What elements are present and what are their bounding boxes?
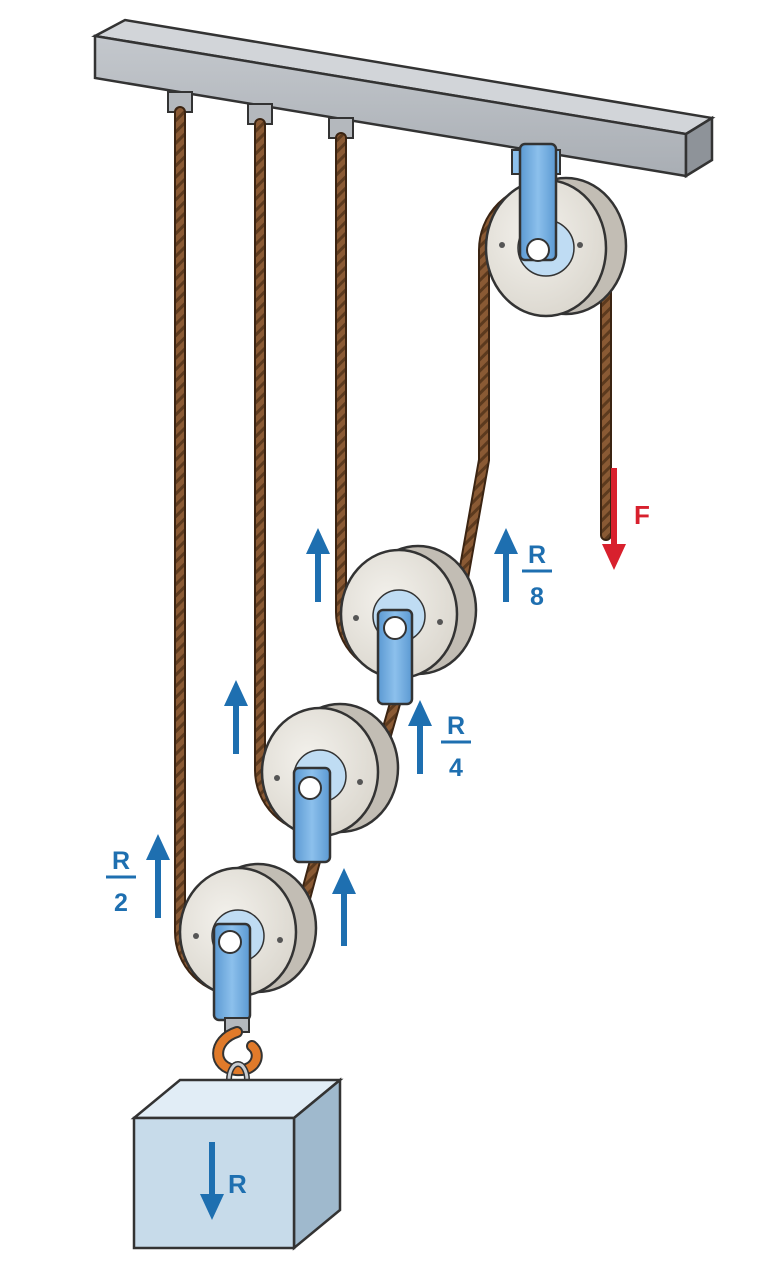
load-block: [130, 1077, 344, 1251]
tension-arrow-middle-left: [224, 680, 248, 754]
fraction-r2: R 2: [106, 847, 136, 917]
fraction-r2-denominator: 2: [114, 889, 128, 917]
fixed-pulley: [484, 142, 628, 318]
tension-arrow-r4: [408, 700, 432, 774]
movable-pulley-2: [260, 702, 400, 864]
fraction-r8: R 8: [522, 541, 552, 611]
load-label: R: [228, 1169, 247, 1199]
tension-arrow-top-left: [306, 528, 330, 602]
effort-arrow: [602, 468, 626, 570]
movable-pulley-3: [339, 544, 478, 706]
tension-arrow-r2: [146, 834, 170, 918]
labels: F R R 2 R 4 R 8: [106, 500, 650, 1199]
fraction-r2-numerator: R: [112, 847, 130, 875]
tension-arrow-r8: [494, 528, 518, 602]
load-arrow: [200, 1142, 224, 1220]
fraction-r4-numerator: R: [447, 712, 465, 740]
tension-arrow-bottom-right: [332, 868, 356, 946]
fraction-r8-denominator: 8: [530, 583, 544, 611]
fraction-r4-denominator: 4: [449, 754, 463, 782]
fraction-r4: R 4: [441, 712, 471, 782]
movable-pulley-1: [178, 862, 318, 1033]
ceiling-beam: [91, 18, 716, 179]
force-arrows: [146, 468, 626, 1220]
effort-label: F: [634, 500, 650, 530]
fraction-r8-numerator: R: [528, 541, 546, 569]
